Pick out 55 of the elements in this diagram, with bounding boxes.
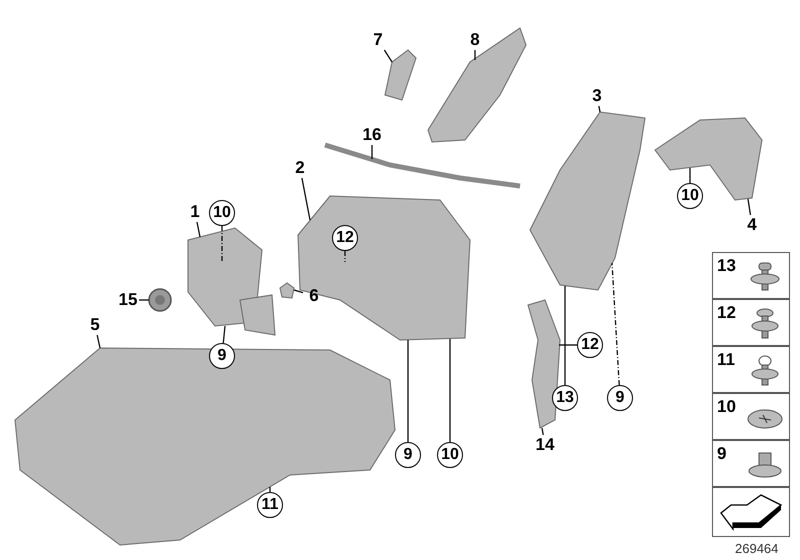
callout-number: 9	[395, 442, 421, 468]
part-number: 12	[717, 303, 736, 323]
drawing-number: 269464	[735, 541, 778, 556]
callout-number: 15	[117, 290, 139, 310]
callout-number: 8	[464, 30, 486, 50]
panel-drawing	[427, 27, 527, 143]
callout-number: 13	[552, 385, 578, 411]
clip-drawing	[279, 282, 295, 299]
leader-line	[371, 145, 373, 159]
tunnel-insulation-drawing	[529, 111, 646, 291]
leader-line	[222, 326, 226, 344]
callout-number: 4	[741, 215, 763, 235]
side-insulation-drawing	[187, 227, 276, 336]
callout-number: 14	[534, 435, 556, 455]
callout-number: 12	[577, 332, 603, 358]
callout-number: 10	[677, 183, 703, 209]
callout-number: 10	[437, 442, 463, 468]
seal-strip-drawing	[322, 142, 523, 189]
leader-line	[344, 251, 346, 262]
callout-number: 5	[84, 315, 106, 335]
callout-number: 10	[209, 200, 235, 226]
leader-line	[139, 299, 149, 301]
callout-number: 9	[607, 385, 633, 411]
bracket-drawing	[384, 49, 417, 101]
callout-number: 9	[209, 343, 235, 369]
part-number: 11	[717, 350, 735, 370]
leader-line	[747, 198, 752, 216]
part-number: 13	[717, 256, 736, 276]
part-number: 9	[717, 444, 726, 464]
callout-number: 2	[289, 158, 311, 178]
callout-number: 7	[367, 30, 389, 50]
leader-line	[689, 168, 691, 183]
leader-line	[559, 344, 577, 346]
callout-number: 3	[586, 86, 608, 106]
leader-line	[301, 178, 311, 220]
leader-line	[221, 226, 223, 262]
leader-line	[598, 106, 601, 112]
bulkhead-insulation-drawing	[297, 195, 471, 341]
insulation-piece-drawing	[654, 117, 763, 201]
leader-line	[541, 428, 544, 436]
leader-line	[96, 334, 101, 348]
hood-insulation-drawing	[14, 347, 396, 546]
part-number: 10	[717, 397, 736, 417]
leader-line	[449, 339, 451, 442]
grommet-drawing	[148, 288, 172, 312]
leader-line	[196, 222, 201, 238]
callout-number: 11	[257, 492, 283, 518]
leader-line	[384, 50, 392, 62]
leader-line	[474, 50, 476, 60]
leader-line	[564, 286, 566, 385]
callout-number: 16	[361, 125, 383, 145]
callout-number: 1	[184, 202, 206, 222]
leader-line	[294, 289, 304, 294]
leader-line	[611, 262, 620, 386]
leader-line	[407, 340, 409, 442]
